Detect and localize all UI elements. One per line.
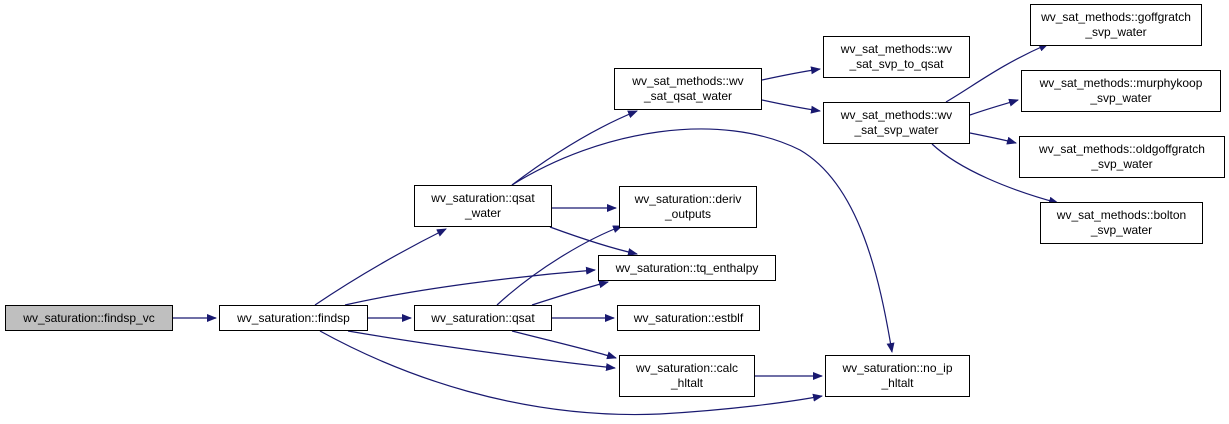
node-tq-enthalpy[interactable]: wv_saturation::tq_enthalpy <box>598 255 776 281</box>
node-estblf[interactable]: wv_saturation::estblf <box>617 305 760 331</box>
node-label-line: wv_saturation::deriv <box>634 192 742 206</box>
node-label-line: _hltalt <box>670 376 704 390</box>
node-label-line: wv_sat_methods::wv <box>632 74 744 88</box>
node-label-line: _hltalt <box>881 376 914 390</box>
node-findsp-vc: wv_saturation::findsp_vc <box>5 305 173 331</box>
node-label-line: _svp_water <box>1090 91 1152 105</box>
edge-qsat-water-to-no-ip-hltalt <box>511 128 895 353</box>
edge-wv-sat-qsat-water-to-wv-sat-svp-water <box>761 99 821 114</box>
edge-findsp-to-qsat-water <box>314 228 447 306</box>
node-label-line: _svp_water <box>1091 157 1153 171</box>
edge-wv-sat-svp-water-to-oldgoffgratch <box>969 132 1017 145</box>
edge-wv-sat-svp-water-to-goffgratch <box>945 43 1049 103</box>
node-label-line: wv_saturation::qsat <box>431 310 535 325</box>
node-wv-sat-svp-water[interactable]: wv_sat_methods::wv_sat_svp_water <box>823 102 970 144</box>
edge-qsat-to-tq-enthalpy <box>531 280 609 306</box>
node-label-line: wv_saturation::findsp_vc <box>23 310 155 325</box>
node-goffgratch[interactable]: wv_sat_methods::goffgratch_svp_water <box>1030 4 1202 46</box>
edge-qsat-water-to-wv-sat-qsat-water <box>511 110 638 186</box>
edge-wv-sat-svp-water-to-murphykoop <box>969 98 1019 116</box>
node-bolton[interactable]: wv_sat_methods::bolton_svp_water <box>1040 202 1203 244</box>
edge-wv-sat-qsat-water-to-wv-sat-svp-to-qsat <box>761 66 821 81</box>
node-label-line: _sat_svp_water <box>854 123 939 137</box>
node-qsat[interactable]: wv_saturation::qsat <box>414 305 552 331</box>
node-label-line: _water <box>464 206 502 220</box>
node-label-line: _sat_qsat_water <box>643 89 733 103</box>
node-label-line: wv_saturation::no_ip <box>842 361 953 375</box>
node-label-line: wv_saturation::tq_enthalpy <box>615 260 759 275</box>
node-label-line: wv_sat_methods::wv <box>840 108 953 122</box>
node-calc-hltalt[interactable]: wv_saturation::calc_hltalt <box>619 355 755 397</box>
node-label-line: wv_saturation::findsp <box>237 310 350 325</box>
edge-qsat-water-to-tq-enthalpy <box>549 226 638 256</box>
node-label-line: _outputs <box>664 207 712 221</box>
node-label-line: _sat_svp_to_qsat <box>849 57 944 71</box>
node-label-line: wv_sat_methods::wv <box>840 42 953 56</box>
node-label-line: wv_sat_methods::goffgratch <box>1041 10 1191 24</box>
node-label-line: _svp_water <box>1090 223 1153 237</box>
edge-findsp-to-tq-enthalpy <box>344 266 596 306</box>
node-label-line: wv_sat_methods::oldgoffgratch <box>1039 142 1205 156</box>
node-label-line: wv_saturation::estblf <box>633 310 744 325</box>
node-murphykoop[interactable]: wv_sat_methods::murphykoop_svp_water <box>1021 70 1221 112</box>
node-wv-sat-qsat-water[interactable]: wv_sat_methods::wv_sat_qsat_water <box>614 68 762 110</box>
node-wv-sat-svp-to-qsat[interactable]: wv_sat_methods::wv_sat_svp_to_qsat <box>823 36 970 78</box>
node-findsp[interactable]: wv_saturation::findsp <box>219 305 368 331</box>
node-label-line: wv_sat_methods::bolton <box>1056 208 1187 222</box>
node-label-line: wv_saturation::calc <box>635 361 739 375</box>
edge-qsat-to-deriv-outputs <box>496 225 623 306</box>
node-no-ip-hltalt[interactable]: wv_saturation::no_ip_hltalt <box>825 355 970 397</box>
node-qsat-water[interactable]: wv_saturation::qsat_water <box>414 185 552 227</box>
node-label-line: wv_sat_methods::murphykoop <box>1039 76 1203 90</box>
node-oldgoffgratch[interactable]: wv_sat_methods::oldgoffgratch_svp_water <box>1019 136 1225 178</box>
edge-qsat-to-calc-hltalt <box>511 330 617 360</box>
edge-findsp-to-no-ip-hltalt <box>319 330 823 416</box>
node-label-line: _svp_water <box>1085 25 1147 39</box>
node-label-line: wv_saturation::qsat <box>431 191 535 205</box>
edge-findsp-to-calc-hltalt <box>347 330 616 372</box>
node-deriv-outputs[interactable]: wv_saturation::deriv_outputs <box>619 186 757 228</box>
edge-wv-sat-svp-water-to-bolton <box>931 143 1059 205</box>
